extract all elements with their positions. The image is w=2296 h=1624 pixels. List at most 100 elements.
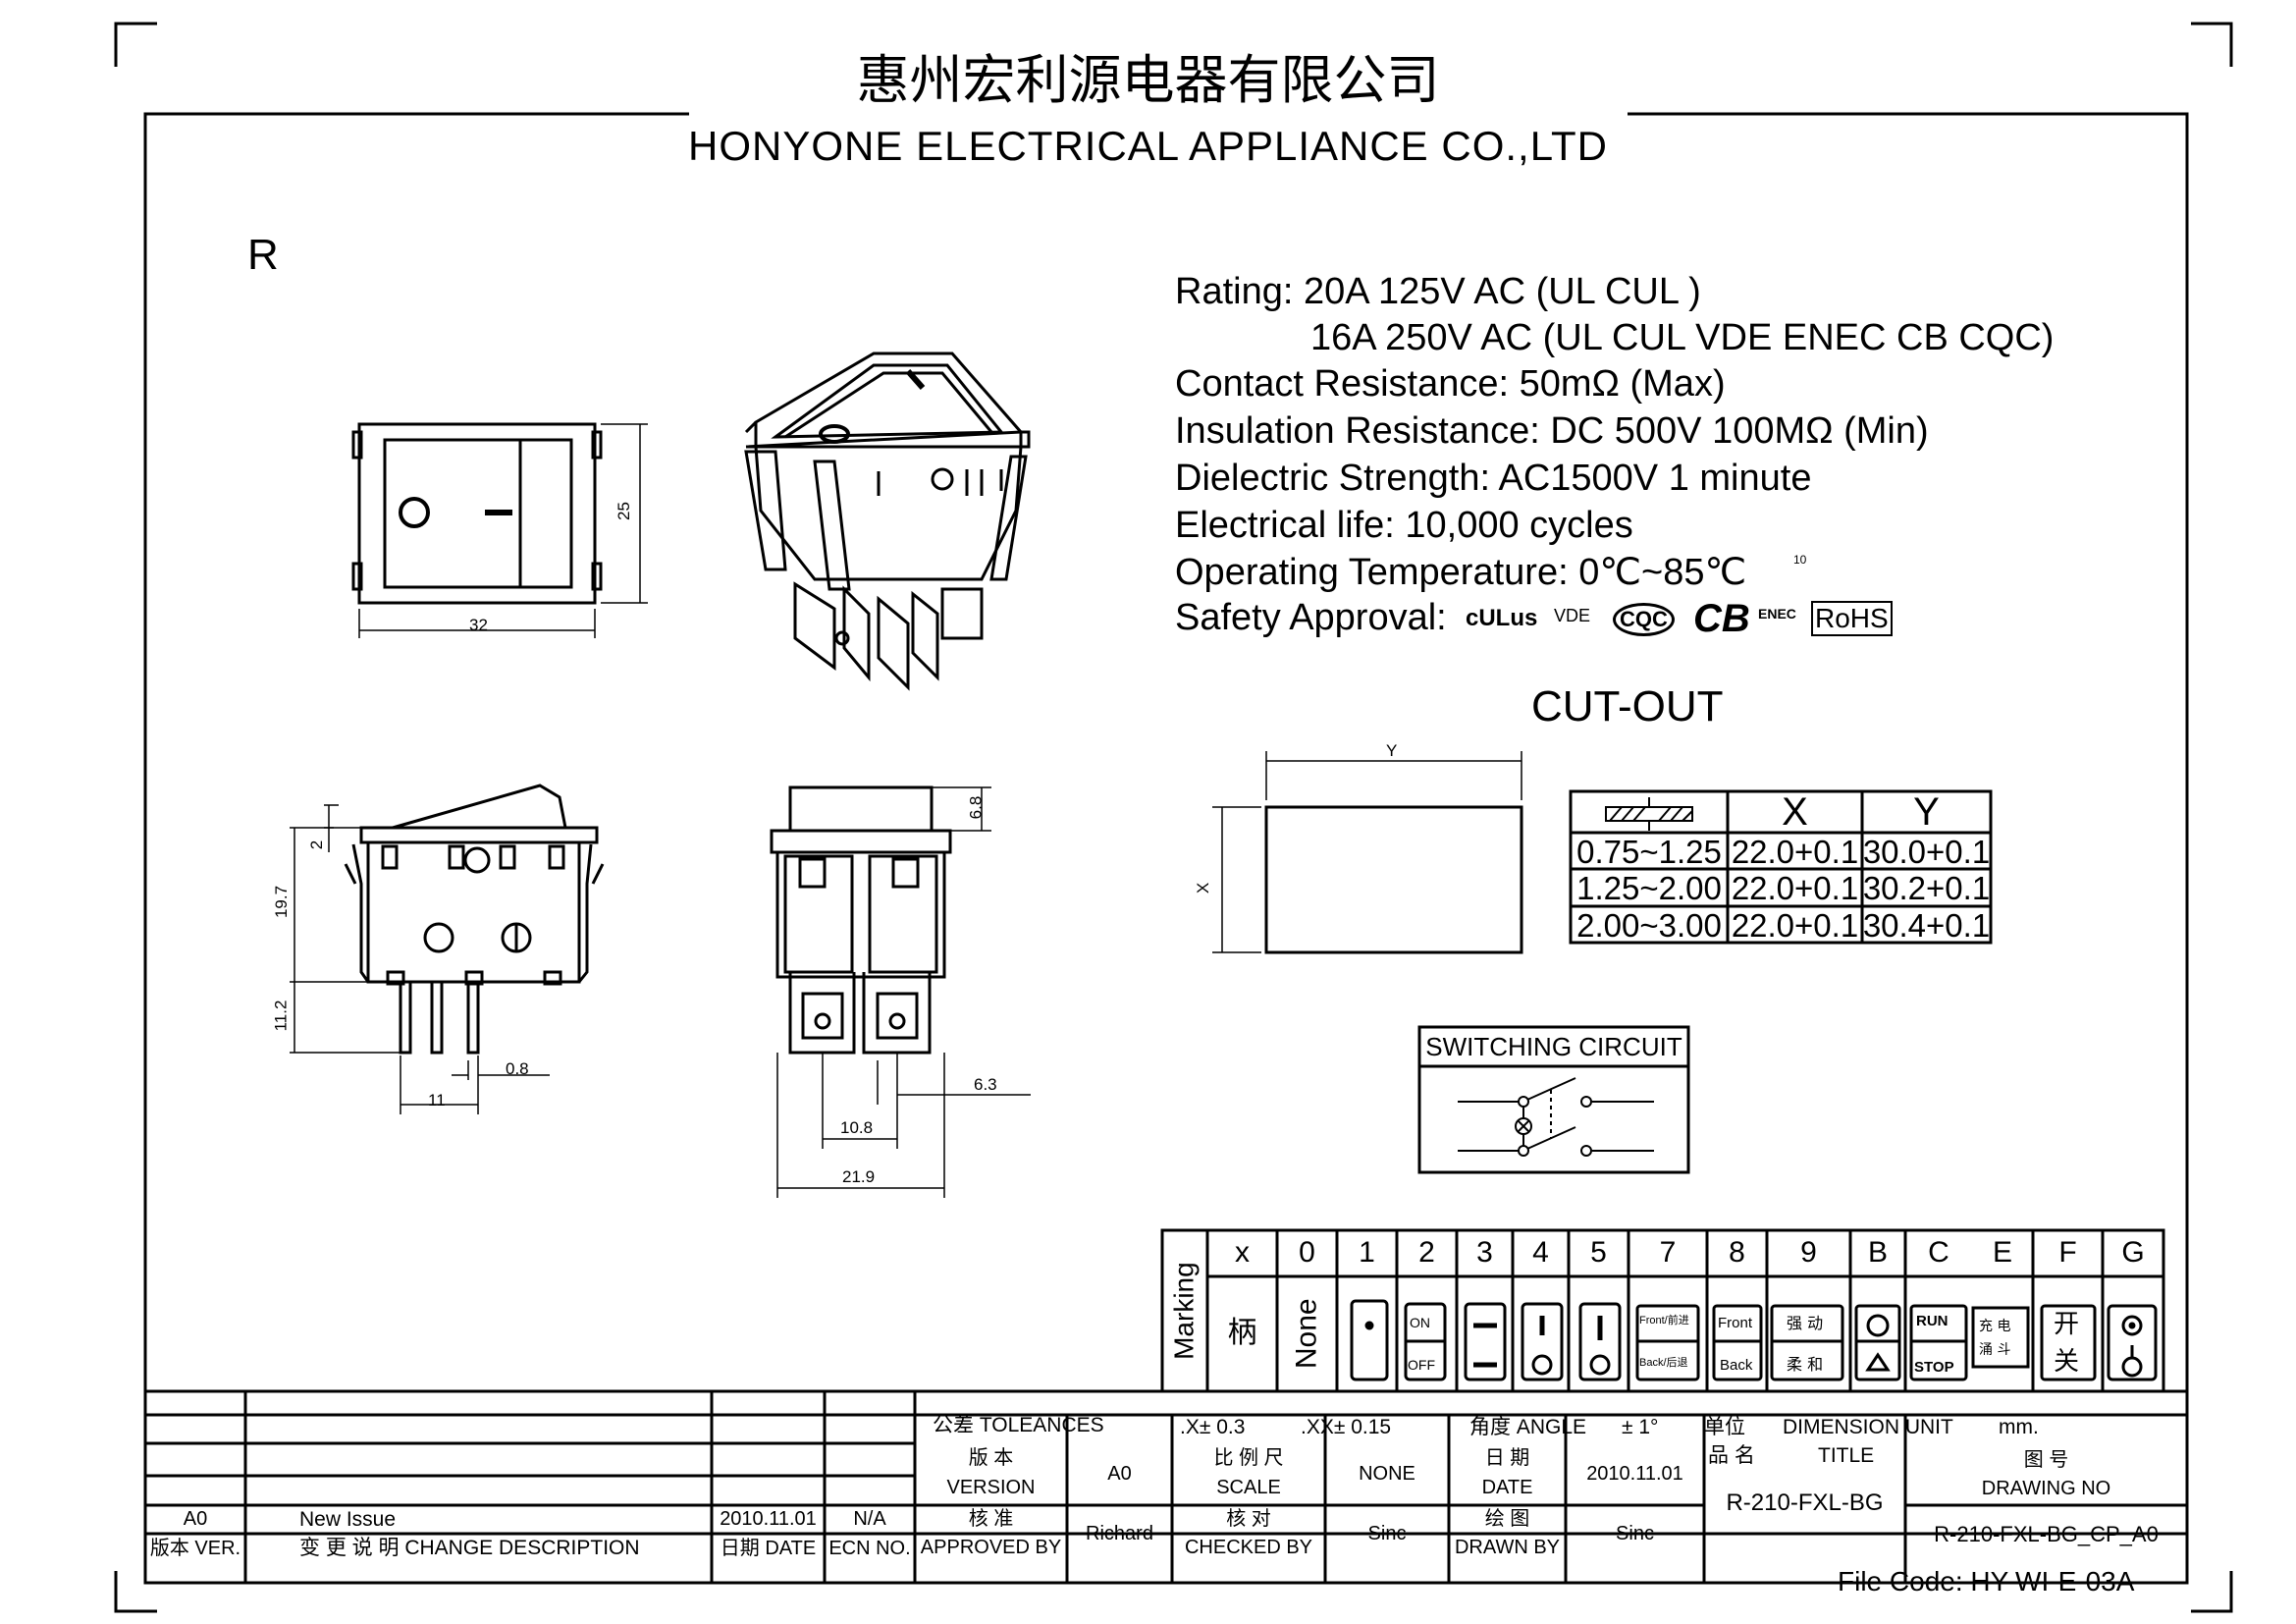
dim-side-2: 2	[307, 839, 327, 850]
marking-code-g: G	[2121, 1236, 2145, 1270]
cutout-row1-x: 22.0+0.1	[1731, 833, 1859, 870]
drawn-value: Sinc	[1616, 1522, 1654, 1544]
revision-ecn: N/A	[853, 1508, 886, 1530]
cutout-row1-y: 30.0+0.1	[1862, 833, 1991, 870]
tolerance-x: .X± 0.3	[1180, 1416, 1246, 1438]
marking-2-bottom: OFF	[1408, 1357, 1435, 1373]
dim-cut-y: Y	[1386, 741, 1398, 760]
marking-f-top: 开	[2054, 1310, 2080, 1339]
dim-side-11-2: 11.2	[271, 1000, 291, 1032]
title-en: TITLE	[1818, 1444, 1875, 1467]
cutout-row3-y: 30.4+0.1	[1862, 906, 1991, 944]
spec-operating-temperature: Operating Temperature: 0℃~85℃	[1175, 552, 1747, 593]
header-date: 日期 DATE	[720, 1537, 817, 1559]
temp-superscript: 10	[1793, 553, 1807, 567]
front-dims	[358, 423, 648, 638]
cul-us-logo: cULus	[1466, 605, 1538, 631]
cutout-row2-y: 30.2+0.1	[1862, 870, 1991, 907]
approved-en: APPROVED BY	[920, 1536, 1062, 1558]
marking-code-4: 4	[1532, 1236, 1549, 1270]
marking-code-2: 2	[1418, 1236, 1435, 1270]
drawn-cn: 绘 图	[1484, 1507, 1530, 1530]
marking-code-b: B	[1867, 1236, 1888, 1270]
front-view	[351, 422, 603, 605]
cutout-title: CUT-OUT	[1531, 682, 1724, 731]
marking-9-top: 强 动	[1787, 1314, 1824, 1332]
approved-cn: 核 准	[968, 1507, 1014, 1530]
spec-rating-2: 16A 250V AC (UL CUL VDE ENEC CB CQC)	[1310, 317, 2055, 358]
header-change-description: 变 更 说 明 CHANGE DESCRIPTION	[299, 1537, 640, 1559]
dim-side-11: 11	[428, 1091, 446, 1110]
side-dims	[290, 804, 550, 1114]
date-cn: 日 期	[1484, 1446, 1530, 1469]
scale-en: SCALE	[1216, 1476, 1281, 1498]
rohs-logo: RoHS	[1811, 601, 1893, 636]
marking-f-bottom: 关	[2054, 1347, 2080, 1377]
date-value: 2010.11.01	[1586, 1463, 1683, 1485]
marking-code-f: F	[2058, 1236, 2077, 1270]
unit-value: mm.	[1999, 1416, 2039, 1438]
cutout-col-x: X	[1782, 790, 1808, 834]
dimension-unit-label: DIMENSION UNIT	[1783, 1416, 1953, 1438]
thickness-symbol	[1605, 797, 1693, 831]
marking-symbol-0: None	[1290, 1298, 1323, 1370]
marking-symbols	[1350, 1299, 2158, 1381]
end-view	[770, 785, 952, 1055]
drawing-no-en: DRAWING NO	[1981, 1477, 2111, 1499]
marking-label-cell: Marking	[1162, 1230, 1207, 1391]
crop-marks	[114, 22, 2233, 1613]
angle-value: ± 1°	[1622, 1416, 1659, 1438]
tolerances-label: 公差 TOLEANCES	[933, 1414, 1104, 1436]
marking-c-bottom: STOP	[1914, 1359, 1954, 1376]
spec-electrical-life: Electrical life: 10,000 cycles	[1175, 505, 1633, 546]
name-cn: 品 名	[1708, 1444, 1755, 1467]
side-view	[344, 784, 605, 1055]
marking-symbol-0-cell: None	[1277, 1276, 1337, 1391]
cutout-col-y: Y	[1913, 790, 1940, 834]
approval-logos: cULus VDE CQC CB ENEC RoHS	[1466, 595, 1901, 642]
date-en: DATE	[1481, 1476, 1533, 1498]
marking-code-5: 5	[1590, 1236, 1607, 1270]
spec-dielectric-strength: Dielectric Strength: AC1500V 1 minute	[1175, 458, 1812, 499]
version-cn: 版 本	[968, 1446, 1014, 1469]
cutout-drawing	[1264, 805, 1523, 954]
dim-end-6-3: 6.3	[974, 1075, 997, 1094]
checked-cn: 核 对	[1226, 1507, 1271, 1530]
scale-cn: 比 例 尺	[1213, 1446, 1284, 1469]
drawing-no-value: R-210-FXL-BG_CP_A0	[1934, 1521, 2159, 1546]
marking-code-7: 7	[1659, 1236, 1677, 1270]
cutout-row2-x: 22.0+0.1	[1731, 870, 1859, 907]
marking-code-1: 1	[1359, 1236, 1375, 1270]
isometric-view	[744, 352, 1031, 691]
dim-end-6-8: 6.8	[966, 795, 986, 820]
marking-8-top: Front	[1718, 1315, 1753, 1331]
spec-contact-resistance: Contact Resistance: 50mΩ (Max)	[1175, 363, 1726, 405]
cutout-dims	[1212, 751, 1522, 953]
header-version: 版本 VER.	[149, 1537, 241, 1559]
marking-code-c: C	[1928, 1236, 1949, 1270]
vde-logo: VDE	[1554, 606, 1591, 625]
unit-label: 单位	[1704, 1416, 1745, 1438]
angle-label: 角度 ANGLE	[1469, 1416, 1587, 1438]
title-value: R-210-FXL-BG	[1726, 1489, 1884, 1517]
marking-8-bottom: Back	[1720, 1357, 1753, 1374]
marking-code-3: 3	[1476, 1236, 1493, 1270]
marking-code-9: 9	[1800, 1236, 1817, 1270]
drawing-no-cn: 图 号	[2023, 1448, 2069, 1471]
marking-c-top: RUN	[1916, 1313, 1949, 1329]
cutout-row3-thickness: 2.00~3.00	[1576, 906, 1722, 944]
tolerance-xx: .XX± 0.15	[1301, 1416, 1392, 1438]
checked-en: CHECKED BY	[1184, 1536, 1313, 1558]
approved-value: Richard	[1086, 1522, 1153, 1544]
checked-value: Sinc	[1367, 1522, 1407, 1544]
dim-end-21-9: 21.9	[842, 1167, 876, 1186]
marking-label: Marking	[1168, 1262, 1200, 1360]
cqc-logo: CQC	[1613, 603, 1675, 636]
dim-side-0-8: 0.8	[506, 1059, 529, 1078]
dim-front-width: 32	[469, 616, 488, 634]
dim-side-19-7: 19.7	[272, 885, 292, 919]
cb-logo: CB	[1693, 597, 1750, 640]
revision-date: 2010.11.01	[720, 1508, 817, 1530]
enec-logo: ENEC	[1758, 606, 1796, 622]
file-code: File Code: HY-WI-E-03A	[1838, 1566, 2135, 1597]
